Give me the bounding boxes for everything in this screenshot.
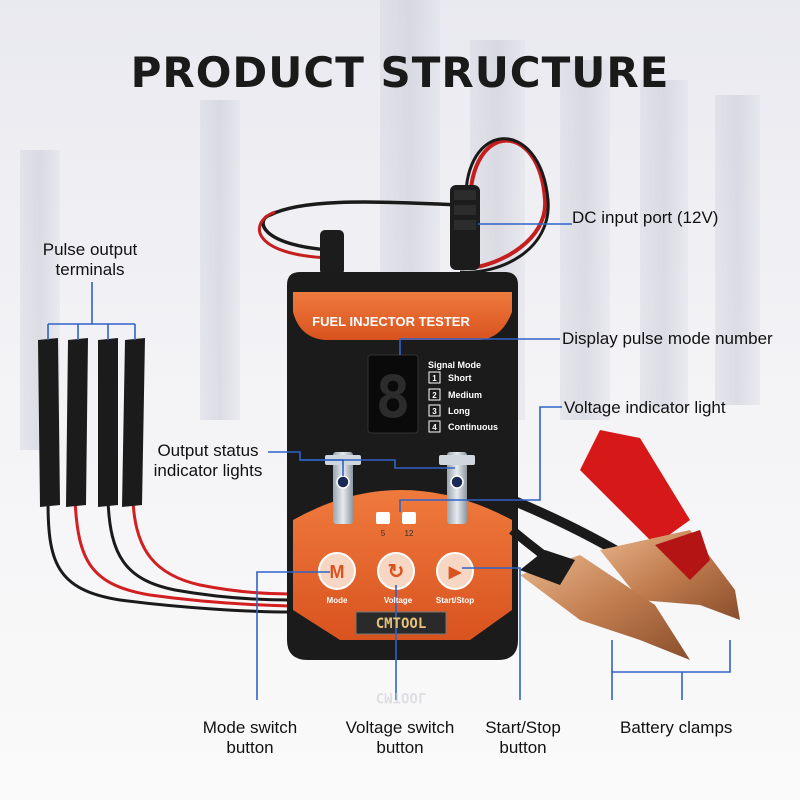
seven-segment-display xyxy=(367,354,419,434)
battery-clamps xyxy=(520,430,740,660)
page-title: PRODUCT STRUCTURE xyxy=(130,48,670,97)
callout-text: Start/Stop xyxy=(485,718,561,737)
tester-device xyxy=(287,272,518,660)
callout-text: indicator lights xyxy=(153,461,263,480)
background-column xyxy=(715,95,760,405)
background-column xyxy=(640,80,688,410)
signal-mode-num: 4 xyxy=(432,423,437,432)
callout-text: button xyxy=(376,738,424,757)
signal-mode-heading: Signal Mode xyxy=(428,360,481,370)
background-column xyxy=(200,100,240,420)
signal-mode-num: 2 xyxy=(432,391,437,400)
device-name-text: FUEL INJECTOR TESTER xyxy=(312,314,470,329)
voltage-button-label: Voltage xyxy=(384,596,413,605)
callout-battery-clamps: Battery clamps xyxy=(620,718,733,737)
callout-text: Output status xyxy=(157,441,259,460)
callout-mode-switch: Mode switch button xyxy=(190,718,310,758)
callout-dc-input: DC input port (12V) xyxy=(572,208,719,227)
start-stop-button[interactable] xyxy=(436,552,474,590)
callout-text: Pulse output xyxy=(42,240,138,259)
voltage-button-glyph: ↻ xyxy=(388,561,405,583)
top-cable-red xyxy=(257,210,331,260)
signal-mode-num: 3 xyxy=(432,407,437,416)
cable-strain-relief xyxy=(320,230,344,275)
voltage-option-5: 5 xyxy=(381,529,386,538)
callout-text: button xyxy=(499,738,547,757)
output-status-light-right xyxy=(450,475,464,489)
dc-cable-black xyxy=(459,137,550,274)
callout-pulse-output: Pulse output terminals xyxy=(30,240,150,280)
signal-mode-label: Medium xyxy=(448,390,482,400)
signal-mode-label: Continuous xyxy=(448,422,498,432)
dc-cable-red xyxy=(468,138,548,270)
callout-text: button xyxy=(226,738,274,757)
brand-logo: CMTOOL xyxy=(376,616,427,632)
output-status-light-left xyxy=(336,475,350,489)
brand-logo-reflection: CMTOOL xyxy=(376,689,427,705)
mode-switch-button[interactable] xyxy=(318,552,356,590)
brand-plate xyxy=(355,611,447,635)
callout-voltage-light: Voltage indicator light xyxy=(564,398,726,417)
start-stop-button-label: Start/Stop xyxy=(436,596,474,605)
callout-text: Mode switch xyxy=(202,718,298,737)
voltage-option-12: 12 xyxy=(405,529,414,538)
callout-lines xyxy=(47,223,731,700)
signal-mode-list: 1 2 3 4 Short Medium Long Continuous xyxy=(428,371,498,433)
mode-button-glyph: M xyxy=(330,562,345,582)
voltage-light-5 xyxy=(376,512,390,524)
voltage-light-12 xyxy=(402,512,416,524)
background-column xyxy=(560,60,610,420)
display-digit: 8 xyxy=(376,363,411,431)
start-stop-button-glyph: ▶ xyxy=(448,564,462,581)
callout-voltage-switch: Voltage switch button xyxy=(330,718,470,758)
signal-mode-label: Long xyxy=(448,406,470,416)
mode-button-label: Mode xyxy=(327,596,348,605)
callout-text: Voltage switch xyxy=(345,718,455,737)
top-cable-black xyxy=(261,200,461,252)
callout-text: terminals xyxy=(55,260,125,279)
signal-mode-num: 1 xyxy=(432,374,437,383)
callout-start-stop: Start/Stop button xyxy=(468,718,578,758)
callout-display-pulse: Display pulse mode number xyxy=(562,329,773,348)
callout-output-status: Output status indicator lights xyxy=(148,441,268,481)
pulse-output-terminals xyxy=(38,338,291,614)
signal-mode-label: Short xyxy=(448,373,472,383)
